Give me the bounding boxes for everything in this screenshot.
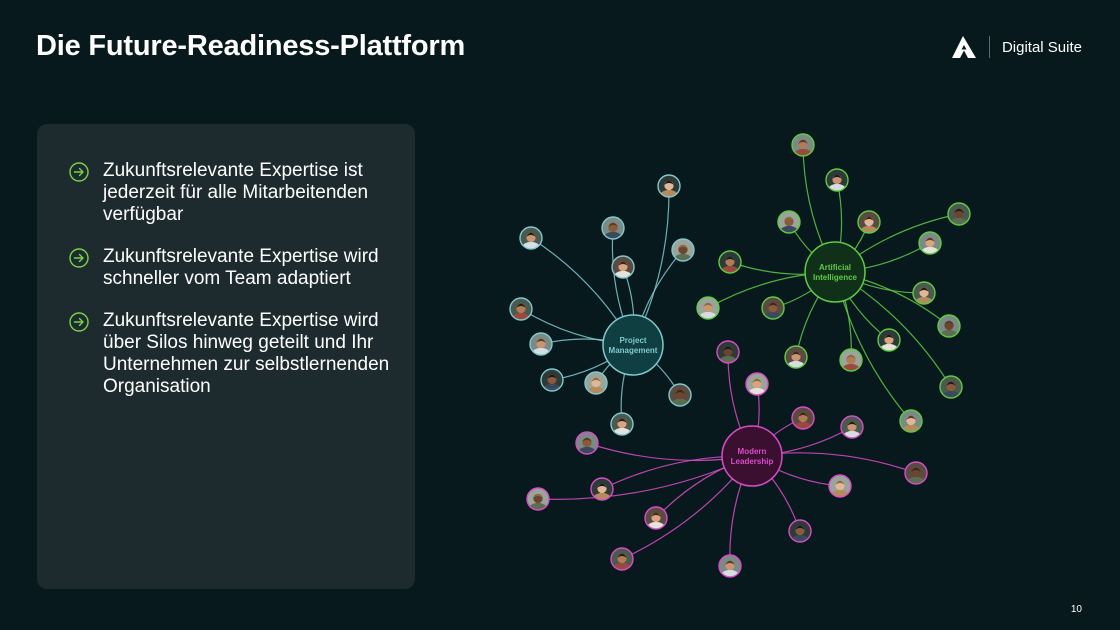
bullet-item: Zukunftsrelevante Expertise ist jederzei…: [69, 160, 399, 226]
bullet-item: Zukunftsrelevante Expertise wird schnell…: [69, 246, 399, 290]
avatar: [825, 168, 849, 192]
avatar: [745, 372, 769, 396]
avatar: [590, 477, 614, 501]
hub-label: Artificial: [819, 263, 851, 272]
avatar: [529, 332, 553, 356]
avatar: [918, 231, 942, 255]
avatar: [611, 255, 635, 279]
avatar: [839, 348, 863, 372]
avatar: [791, 406, 815, 430]
brand-logo: Digital Suite: [951, 36, 1082, 58]
triangle-a-logo-icon: [951, 36, 976, 58]
links: [520, 144, 960, 567]
avatar: [584, 371, 608, 395]
page-title: Die Future-Readiness-Plattform: [36, 30, 466, 62]
avatar: [668, 383, 692, 407]
avatar: [791, 133, 815, 157]
hub-label: Management: [609, 346, 658, 355]
hub-label: Intelligence: [813, 273, 858, 282]
bullet-text: Zukunftsrelevante Expertise wird schnell…: [103, 246, 379, 289]
bullet-list: Zukunftsrelevante Expertise ist jederzei…: [69, 160, 399, 418]
avatar: [575, 431, 599, 455]
arrow-right-circle-icon: [69, 248, 89, 268]
avatar: [899, 409, 923, 433]
bullet-text: Zukunftsrelevante Expertise wird über Si…: [103, 310, 390, 397]
hub-label: Leadership: [731, 457, 774, 466]
hub-label: Project: [619, 336, 646, 345]
bullet-panel: Zukunftsrelevante Expertise ist jederzei…: [37, 124, 415, 589]
hub-label: Modern: [738, 447, 767, 456]
avatar: [540, 368, 564, 392]
brand-name: Digital Suite: [1001, 38, 1082, 56]
avatar: [718, 250, 742, 274]
avatar: [857, 210, 881, 234]
avatar: [761, 296, 785, 320]
avatar: [610, 547, 634, 571]
avatar: [718, 554, 742, 578]
avatar: [519, 226, 543, 250]
brand-divider: [988, 36, 990, 58]
avatar: [526, 487, 550, 511]
avatar: [912, 281, 936, 305]
arrow-right-circle-icon: [69, 312, 89, 332]
arrow-right-circle-icon: [69, 162, 89, 182]
avatar: [937, 314, 961, 338]
avatar: [877, 328, 901, 352]
avatar: [657, 174, 681, 198]
bullet-text: Zukunftsrelevante Expertise ist jederzei…: [103, 160, 369, 225]
avatar: [840, 415, 864, 439]
bullet-item: Zukunftsrelevante Expertise wird über Si…: [69, 310, 399, 398]
avatar: [777, 210, 801, 234]
avatar: [939, 375, 963, 399]
avatar: [671, 238, 695, 262]
avatar: [696, 296, 720, 320]
avatar: [828, 474, 852, 498]
avatar: [904, 461, 928, 485]
avatar: [509, 297, 533, 321]
avatar: [644, 506, 668, 530]
avatar: [784, 345, 808, 369]
avatar: [601, 216, 625, 240]
avatar: [610, 412, 634, 436]
avatar: [716, 340, 740, 364]
avatar: [788, 519, 812, 543]
avatar: [947, 202, 971, 226]
page-number: 10: [1070, 604, 1082, 615]
link-line: [537, 455, 753, 500]
